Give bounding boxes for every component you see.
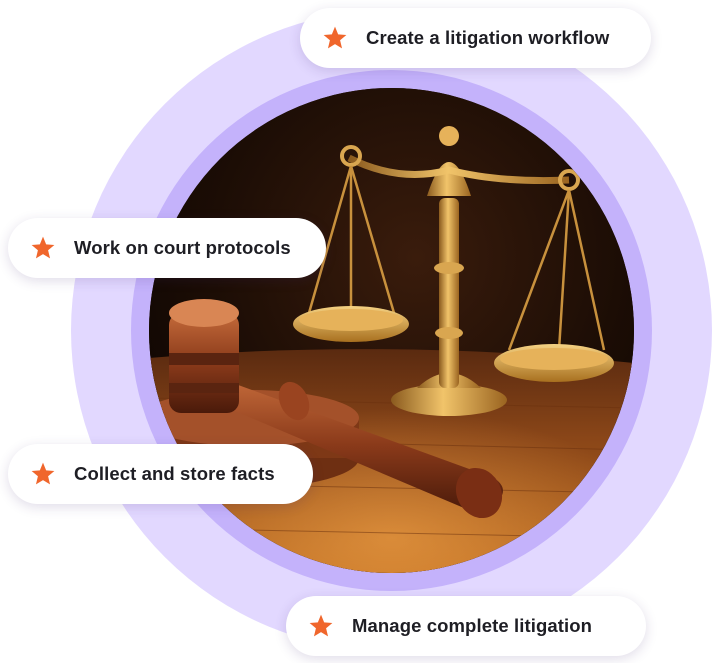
feature-label: Collect and store facts	[74, 463, 275, 484]
feature-pill-manage-litigation: Manage complete litigation	[286, 596, 646, 656]
feature-label: Create a litigation workflow	[366, 27, 610, 48]
star-icon	[31, 236, 55, 259]
star-icon	[323, 26, 347, 49]
star-icon	[31, 462, 55, 485]
feature-pill-court-protocols: Work on court protocols	[8, 218, 326, 278]
feature-pill-litigation-workflow: Create a litigation workflow	[300, 8, 651, 68]
feature-pill-collect-facts: Collect and store facts	[8, 444, 313, 504]
feature-label: Manage complete litigation	[352, 615, 593, 636]
star-icon	[309, 614, 333, 637]
feature-label: Work on court protocols	[74, 237, 291, 258]
